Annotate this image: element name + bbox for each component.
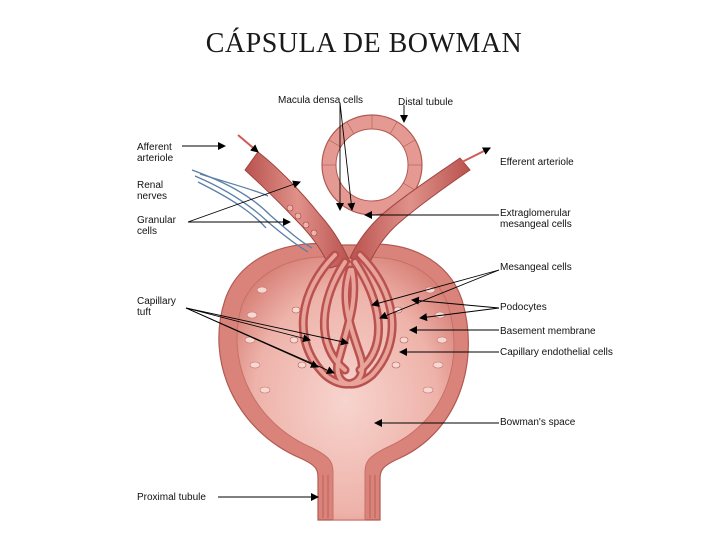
label-capillary-endothelial: Capillary endothelial cells (500, 347, 613, 358)
proximal-tubule-cells (322, 475, 376, 518)
capillary-tuft (298, 250, 397, 389)
label-renal-nerves: Renal nerves (137, 180, 168, 202)
label-arrows (182, 102, 500, 501)
label-capillary-tuft: Capillary tuft (137, 296, 176, 318)
label-bowmans-space: Bowman's space (500, 417, 576, 428)
distal-tubule (321, 114, 423, 216)
label-mesangeal-cells: Mesangeal cells (500, 262, 572, 273)
label-podocytes: Podocytes (500, 302, 547, 313)
page-title: CÁPSULA DE BOWMAN (205, 28, 523, 59)
label-extraglomerular: Extraglomerular mesangeal cells (500, 208, 572, 230)
label-proximal-tubule: Proximal tubule (137, 492, 206, 503)
label-efferent-arteriole: Efferent arteriole (500, 157, 574, 168)
label-distal-tubule: Distal tubule (398, 97, 454, 108)
granular-cells (286, 204, 318, 237)
efferent-arteriole (349, 157, 471, 263)
label-granular-cells: Granular cells (137, 215, 176, 237)
label-afferent-arteriole: Afferent arteriole (137, 142, 174, 164)
flow-arrows (237, 134, 491, 163)
label-basement-membrane: Basement membrane (500, 326, 596, 337)
parietal-epithelium (244, 286, 448, 394)
label-macula-densa: Macula densa cells (278, 95, 364, 106)
